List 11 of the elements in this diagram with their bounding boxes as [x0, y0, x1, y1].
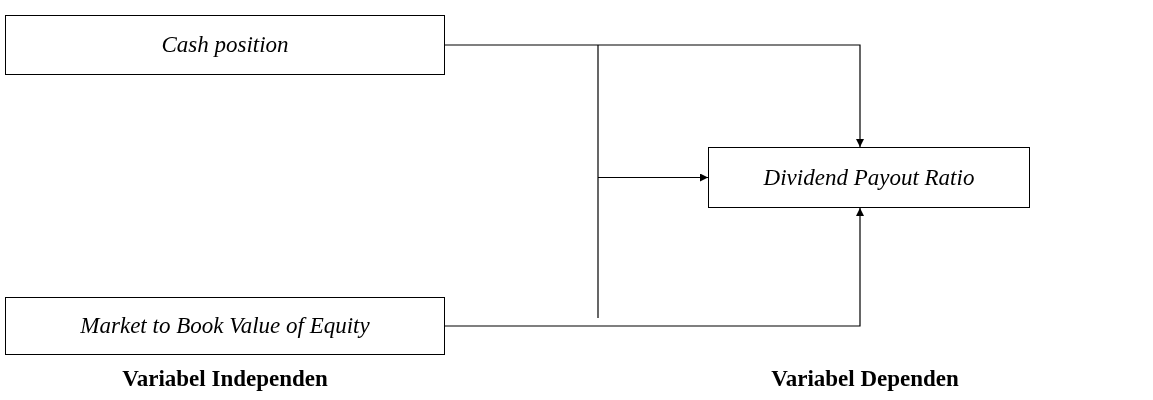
- arrow: [444, 44, 864, 148]
- process-box: [5, 297, 445, 355]
- node-label: Market to Book Value of Equity: [80, 313, 370, 339]
- process-box: [708, 147, 1030, 208]
- axis-caption: Variabel Dependen: [771, 366, 959, 392]
- node-label: Cash position: [161, 32, 289, 58]
- arrow: [444, 207, 864, 327]
- axis-caption: Variabel Independen: [122, 366, 328, 392]
- arrow: [597, 173, 709, 182]
- node-label: Dividend Payout Ratio: [763, 164, 975, 191]
- process-box: [5, 15, 445, 75]
